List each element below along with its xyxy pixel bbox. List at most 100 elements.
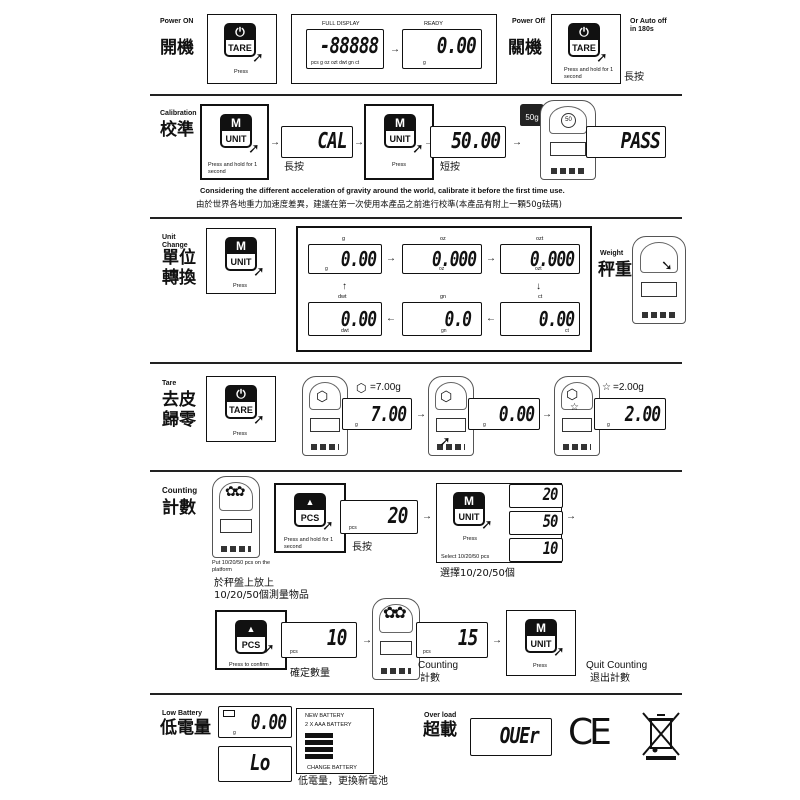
- arrow-right-icon: →: [386, 253, 396, 264]
- arrow-right-icon: →: [270, 137, 280, 148]
- tare-lcd-2: 0.00 g: [468, 398, 540, 430]
- tare-button-icon[interactable]: ⏻ TARE: [225, 385, 257, 419]
- fifty-lcd: 50.00: [430, 126, 506, 158]
- tare-en-label: Tare: [162, 380, 177, 387]
- long-press-zh: 長按: [352, 542, 372, 553]
- long-press-zh: 長按: [284, 162, 304, 173]
- unit-button-icon[interactable]: M UNIT: [225, 237, 257, 271]
- tare-button-icon[interactable]: ⏻ TARE: [224, 23, 256, 57]
- pcs-20-value: 20: [387, 504, 407, 529]
- unit-dwt-label: dwt: [338, 294, 347, 300]
- put-pcs-caption: Put 10/20/50 pcs on the platform: [212, 560, 271, 573]
- pcs-15-lcd: 15 pcs: [416, 622, 488, 658]
- pass-value: PASS: [620, 129, 661, 154]
- pcs-button-icon[interactable]: ▲ PCS: [294, 493, 326, 527]
- arrow-down-icon: ↓: [536, 281, 541, 292]
- weee-bin-icon: [642, 712, 680, 760]
- cursor-icon: ➚: [248, 140, 260, 156]
- tare-lcd-3: 2.00 g: [594, 398, 666, 430]
- lcd-gn: 0.0 gn: [402, 302, 482, 336]
- counting-zh-label: 計數: [162, 498, 196, 518]
- power-on-en-label: Power ON: [160, 18, 194, 25]
- unit-button-icon[interactable]: M UNIT: [525, 619, 557, 653]
- pcs-unit: pcs: [349, 525, 357, 531]
- low-battery-zh-label: 低電量: [160, 718, 211, 738]
- cal-lcd: CAL: [281, 126, 353, 158]
- arrow-right-icon: →: [566, 511, 576, 522]
- tare-zh2: 歸零: [162, 410, 196, 430]
- arrow-right-icon: →: [486, 253, 496, 264]
- power-display-panel: FULL DISPLAY READY -88888 pcs g oz ozt d…: [291, 14, 497, 84]
- scale-icon: [554, 376, 600, 456]
- unit-button-icon[interactable]: M UNIT: [220, 114, 252, 148]
- pcs-10-lcd: 10 pcs: [281, 622, 357, 658]
- unit-cycle-panel: g 0.00 g → oz 0.000 oz → ozt 0.000 ozt ↑…: [296, 226, 592, 352]
- weight-en-label: Weight: [600, 250, 624, 257]
- star-icon: ☆: [570, 402, 579, 413]
- new-battery-label: NEW BATTERY: [305, 713, 345, 719]
- parts-pile-icon: ✿✿: [383, 605, 407, 622]
- tare-button-icon[interactable]: ⏻ TARE: [568, 23, 600, 57]
- option-lcd-10: 10: [509, 538, 563, 562]
- power-off-zh-label: 關機: [508, 38, 542, 58]
- lcd-oz-value: 0.000: [431, 247, 477, 271]
- press-confirm-caption: Press to confirm: [229, 662, 269, 668]
- option-lcd-50: 50: [509, 511, 563, 535]
- scale-icon: ➘: [632, 236, 686, 324]
- tare-lcd-2-unit: g: [483, 422, 486, 428]
- quit-counting-panel: M UNIT ➚ Press: [506, 610, 576, 676]
- low-battery-zh-caption: 低電量，更換新電池: [298, 776, 388, 787]
- tare-button-panel: ⏻ TARE ➚ Press: [206, 376, 276, 442]
- select-pcs-caption: Select 10/20/50 pcs: [441, 554, 490, 560]
- unit-button-icon[interactable]: M UNIT: [384, 114, 416, 148]
- full-display-lcd: -88888 pcs g oz ozt dwt gn ct: [306, 29, 384, 69]
- m-label: M: [455, 494, 483, 509]
- scale-icon: ➚: [428, 376, 474, 456]
- low-battery-value: 0.00: [250, 710, 287, 734]
- arrow-right-icon: →: [362, 635, 372, 646]
- lcd-ozt-value: 0.000: [529, 247, 575, 271]
- m-label: M: [222, 116, 250, 131]
- press-hold-caption: Press and hold for 1 second: [208, 162, 258, 175]
- scale-with-parts-icon: ✿✿: [212, 476, 260, 558]
- battery-type-label: 2 X AAA BATTERY: [305, 722, 352, 728]
- power-off-panel: ⏻ TARE ➚ Press and hold for 1 second: [551, 14, 621, 84]
- lcd-oz: 0.000 oz: [402, 244, 482, 274]
- cursor-icon: ➚: [253, 263, 265, 279]
- arrow-right-icon: →: [390, 44, 400, 55]
- pcs-button-icon[interactable]: ▲ PCS: [235, 620, 267, 654]
- low-battery-unit: g: [233, 730, 236, 736]
- calibration-hold-panel: M UNIT ➚ Press and hold for 1 second: [200, 104, 269, 180]
- weight-50g-icon: 50g: [520, 104, 544, 126]
- divider: [150, 362, 682, 364]
- press-caption: Press: [233, 283, 248, 289]
- divider: [150, 693, 682, 695]
- unit-label: UNIT: [225, 134, 247, 144]
- auto-off-note: Or Auto off in 180s: [630, 18, 667, 33]
- change-battery-label: CHANGE BATTERY: [307, 765, 357, 771]
- arrow-right-icon: →: [422, 511, 432, 522]
- tare-label: TARE: [228, 43, 252, 53]
- tare-lcd-2-value: 0.00: [498, 402, 535, 426]
- quit-counting-zh: 退出計數: [590, 673, 630, 684]
- scale-with-parts-icon: ✿✿: [372, 598, 420, 680]
- power-symbol-icon: ⏻: [226, 25, 254, 40]
- cursor-icon: ➚: [263, 640, 275, 656]
- power-symbol-icon: ⏻: [227, 387, 255, 402]
- press-caption: Press: [533, 663, 548, 669]
- pcs-hold-panel: ▲ PCS ➚ Press and hold for 1 second: [274, 483, 346, 553]
- weight-zh-label: 秤重: [598, 260, 632, 280]
- triangle-icon: ▲: [237, 622, 265, 637]
- pcs-15-value: 15: [457, 626, 477, 651]
- divider: [150, 470, 682, 472]
- star-icon: ☆: [602, 382, 611, 393]
- tare-lcd-3-unit: g: [607, 422, 610, 428]
- option-10-value: 10: [542, 539, 558, 559]
- hexagon-icon: ⬡: [316, 388, 329, 404]
- calibration-note-en: Considering the different acceleration o…: [200, 186, 565, 195]
- unit-button-icon[interactable]: M UNIT: [453, 492, 485, 526]
- put-pcs-zh2: 10/20/50個測量物品: [214, 590, 309, 601]
- short-press-zh: 短按: [440, 162, 460, 173]
- hexagon-icon: ⬡: [356, 381, 367, 395]
- pcs-20-lcd: 20 pcs: [340, 500, 418, 534]
